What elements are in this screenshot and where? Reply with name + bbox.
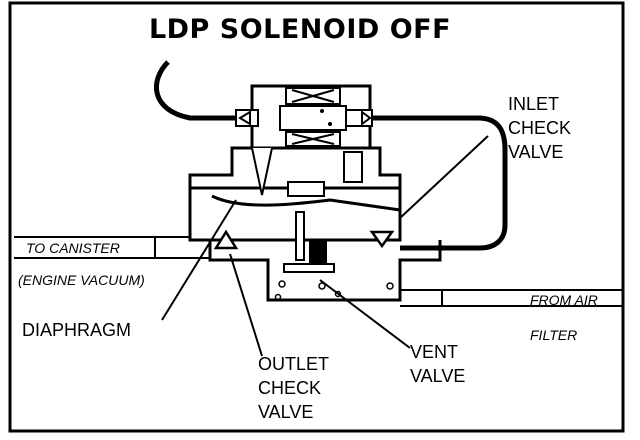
svg-text:OUTLET: OUTLET <box>258 354 329 374</box>
leader-vent <box>319 279 411 349</box>
svg-text:FILTER: FILTER <box>530 327 577 343</box>
vent-valve-stem <box>309 239 327 267</box>
label-inlet-check-valve: INLET CHECK VALVE <box>508 94 571 162</box>
diagram-title: LDP SOLENOID OFF <box>149 14 451 45</box>
label-from-air-filter: FROM AIR FILTER <box>530 292 598 343</box>
leader-inlet <box>399 135 489 219</box>
solenoid <box>235 84 373 152</box>
leader-diaphragm <box>161 199 237 321</box>
svg-text:VALVE: VALVE <box>410 366 465 386</box>
label-diaphragm: DIAPHRAGM <box>22 320 131 340</box>
svg-text:INLET: INLET <box>508 94 559 114</box>
label-vent-valve: VENT VALVE <box>410 342 465 386</box>
svg-text:FROM AIR: FROM AIR <box>530 292 598 308</box>
pump-body <box>188 188 442 302</box>
vacuum-hose-left <box>153 60 236 121</box>
label-engine-vacuum: (ENGINE VACUUM) <box>18 272 145 288</box>
frame-border <box>8 1 625 433</box>
pump-upper-housing <box>188 146 402 197</box>
diaphragm-membrane <box>211 194 401 212</box>
svg-text:VALVE: VALVE <box>508 142 563 162</box>
svg-text:CHECK: CHECK <box>508 118 571 138</box>
leader-outlet <box>229 253 263 357</box>
svg-text:VALVE: VALVE <box>258 402 313 422</box>
label-to-canister: TO CANISTER <box>26 240 120 256</box>
label-outlet-check-valve: OUTLET CHECK VALVE <box>258 354 329 422</box>
outlet-check-valve-symbol <box>213 229 239 250</box>
inlet-check-valve-symbol <box>369 230 395 249</box>
svg-text:CHECK: CHECK <box>258 378 321 398</box>
vacuum-hose-right <box>370 115 508 251</box>
svg-text:VENT: VENT <box>410 342 458 362</box>
